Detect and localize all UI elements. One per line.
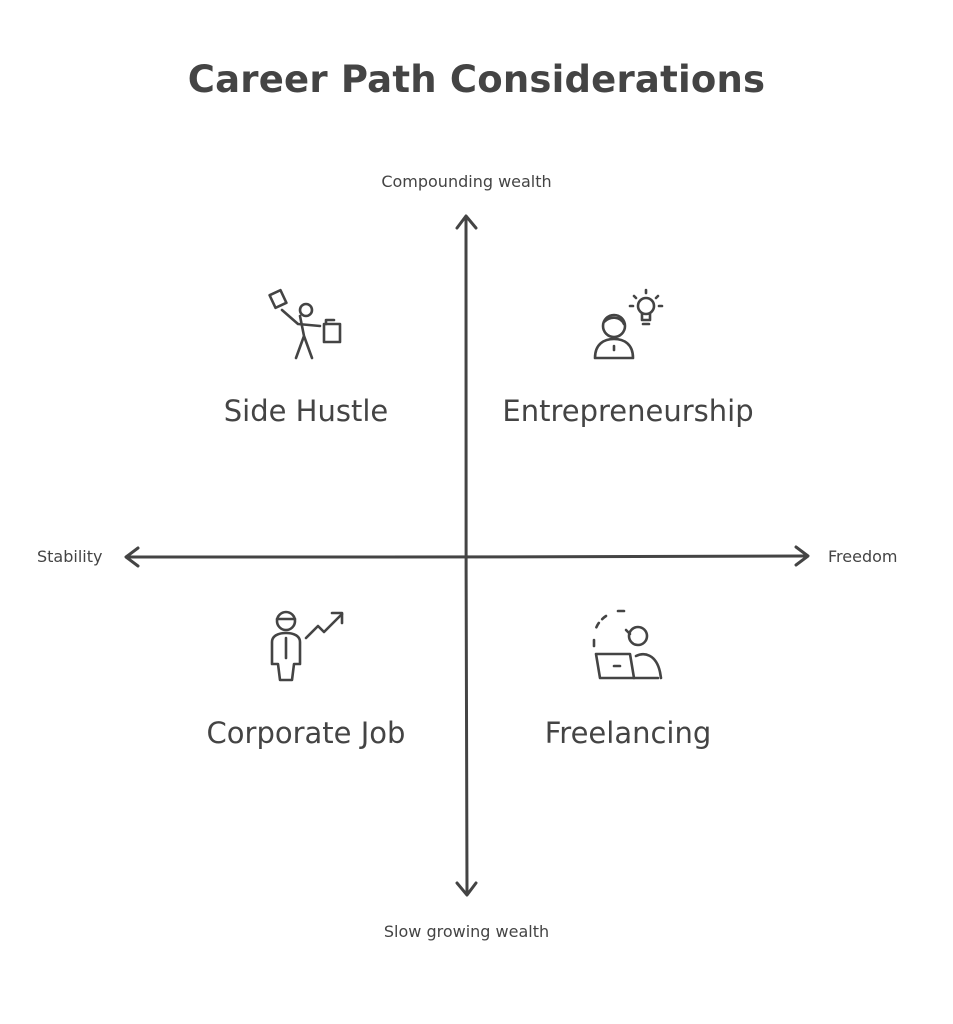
axis-label-left: Stability: [37, 547, 103, 566]
person-laptop-icon: [592, 609, 663, 680]
person-lightbulb-icon: [593, 288, 664, 360]
businessman-growth-icon: [270, 610, 344, 682]
quadrant-label-corporate-job: Corporate Job: [206, 716, 406, 750]
axis-label-bottom: Slow growing wealth: [383, 922, 550, 941]
bottom-arrowhead: [455, 881, 478, 897]
axis-label-right: Freedom: [828, 547, 898, 566]
horizontal-axis-line: [126, 554, 808, 559]
axis-label-top: Compounding wealth: [381, 172, 552, 191]
left-arrowhead: [124, 546, 140, 568]
top-arrowhead: [455, 214, 478, 230]
quadrant-label-side-hustle: Side Hustle: [223, 394, 389, 428]
person-juggling-icon: [268, 288, 342, 360]
quadrant-label-freelancing: Freelancing: [544, 716, 712, 750]
right-arrowhead: [794, 545, 810, 567]
diagram-title: Career Path Considerations: [187, 58, 766, 101]
quadrant-label-entrepreneurship: Entrepreneurship: [502, 394, 754, 428]
vertical-axis-line: [464, 216, 469, 895]
